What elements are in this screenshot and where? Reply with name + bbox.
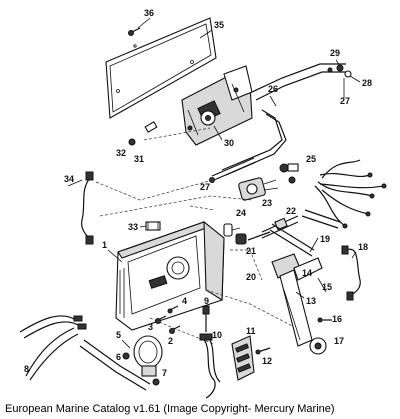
callout-1: 1: [102, 240, 107, 250]
harness-8: [19, 315, 151, 391]
callout-36: 36: [144, 8, 154, 18]
callout-6: 6: [116, 352, 121, 362]
callout-9: 9: [204, 296, 209, 306]
harness-10: [199, 333, 221, 399]
screw-12: [255, 347, 271, 355]
callout-27a: 27: [340, 96, 350, 106]
callout-32: 32: [116, 148, 126, 158]
cable-end-27: [209, 157, 257, 183]
callout-labels: 1 2 3 4 5 6 7 8 9 10 11 12 13 14 15 16 1…: [24, 8, 372, 378]
control-mechanism: [181, 65, 253, 146]
callout-7: 7: [162, 368, 167, 378]
callout-34: 34: [64, 174, 74, 184]
callout-17: 17: [334, 336, 344, 346]
callout-16: 16: [332, 314, 342, 324]
harness-18: [341, 245, 361, 301]
callout-3: 3: [148, 322, 153, 332]
ignition-switch: [238, 177, 279, 201]
callout-28: 28: [362, 78, 372, 88]
cable-9: [202, 305, 210, 332]
callout-14: 14: [302, 268, 312, 278]
exploded-parts-diagram: 1 2 3 4 5 6 7 8 9 10 11 12 13 14 15 16 1…: [19, 8, 387, 399]
connector-21: [235, 231, 271, 245]
bracket-33: [145, 221, 161, 231]
harness-34: [81, 171, 94, 245]
throttle-handle: [271, 253, 327, 355]
callout-21: 21: [246, 246, 256, 256]
screws-2-3-4: [155, 305, 181, 334]
callout-20: 20: [246, 272, 256, 282]
callout-33: 33: [128, 222, 138, 232]
callout-26: 26: [268, 84, 278, 94]
callout-15: 15: [322, 282, 332, 292]
assembly-lines: [95, 127, 301, 345]
cable-19: [269, 223, 315, 257]
screw-16: [317, 317, 332, 323]
callout-19: 19: [320, 234, 330, 244]
control-housing: [115, 220, 225, 331]
callout-5: 5: [116, 330, 121, 340]
callout-23: 23: [262, 198, 272, 208]
callout-27b: 27: [200, 182, 210, 192]
callout-24: 24: [236, 208, 246, 218]
cable-rods: [221, 63, 352, 176]
connector-22: [261, 215, 299, 239]
callout-35: 35: [214, 20, 224, 30]
callout-18: 18: [358, 242, 368, 252]
callout-22: 22: [286, 206, 296, 216]
trim-gauge: [122, 335, 163, 386]
callout-12: 12: [262, 356, 272, 366]
terminal-block: [231, 335, 255, 381]
catalog-caption: European Marine Catalog v1.61 (Image Cop…: [5, 403, 335, 415]
callout-30: 30: [224, 138, 234, 148]
callout-29: 29: [330, 48, 340, 58]
plug-24: [223, 223, 241, 237]
nut-32: [128, 138, 136, 146]
callout-25: 25: [306, 154, 316, 164]
callout-13: 13: [306, 296, 316, 306]
callout-11: 11: [246, 326, 256, 336]
callout-31: 31: [134, 154, 144, 164]
clip-31: [144, 121, 158, 133]
callout-2: 2: [168, 336, 173, 346]
screw-36: [128, 27, 141, 36]
wiring-harness: [301, 159, 387, 229]
mounting-plate: [105, 17, 217, 119]
callout-4: 4: [182, 296, 187, 306]
callout-8: 8: [24, 364, 29, 374]
callout-10: 10: [212, 330, 222, 340]
key-25: [279, 163, 299, 184]
leader-lines: [67, 17, 361, 349]
